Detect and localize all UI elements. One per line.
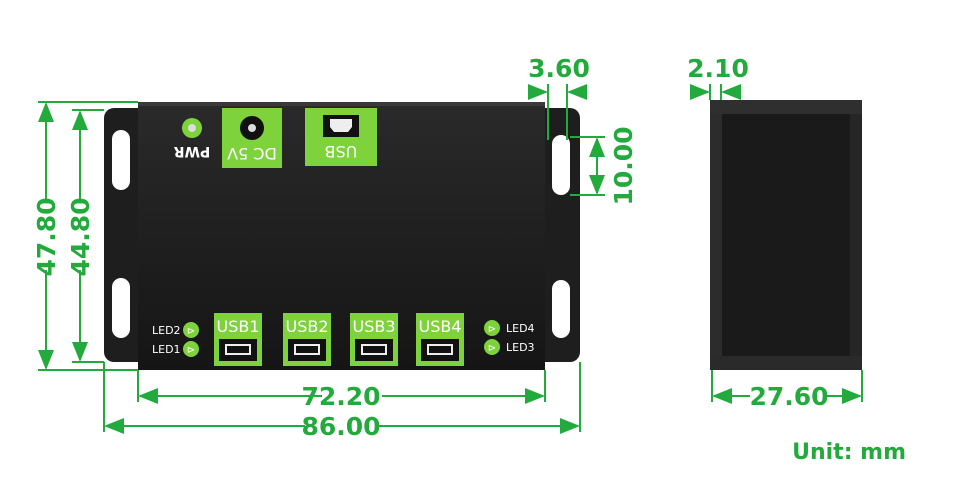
usb-label: USB [325, 142, 358, 161]
dim-body-width: 72.20 [301, 382, 380, 411]
svg-text:⊳: ⊳ [488, 343, 496, 354]
led-2: LED2 ⊳ [152, 322, 199, 338]
svg-text:⊳: ⊳ [187, 345, 195, 356]
dc-label: DC 5V [227, 144, 277, 163]
svg-text:USB4: USB4 [418, 317, 461, 336]
dim-slot-height: 10.00 [609, 126, 638, 205]
dim-side-flange: 2.10 [687, 54, 749, 83]
svg-text:LED4: LED4 [506, 322, 535, 335]
dc-5v-port: DC 5V [222, 108, 282, 168]
dim-total-height: 47.80 [32, 197, 61, 276]
led-3: ⊳ LED3 [484, 339, 535, 355]
svg-text:USB2: USB2 [285, 317, 328, 336]
svg-text:⊳: ⊳ [488, 324, 496, 335]
usb-port-3: USB3 [350, 313, 398, 366]
svg-text:USB3: USB3 [352, 317, 395, 336]
led-4: ⊳ LED4 [484, 320, 535, 336]
usb-port-1: USB1 [214, 313, 262, 366]
dim-slot-width: 3.60 [528, 54, 590, 83]
dim-body-height: 44.80 [66, 197, 95, 276]
svg-text:LED3: LED3 [506, 341, 535, 354]
pwr-led: PWR [174, 118, 211, 159]
side-view [710, 100, 862, 370]
usb-b-port: USB [305, 108, 377, 166]
usb-port-2: USB2 [283, 313, 331, 366]
led-1: LED1 ⊳ [152, 341, 199, 357]
pwr-label: PWR [174, 143, 211, 159]
dim-side-depth: 27.60 [749, 382, 828, 411]
svg-text:LED2: LED2 [152, 324, 181, 337]
left-flange [104, 108, 148, 362]
right-flange [535, 108, 580, 362]
usb-port-4: USB4 [416, 313, 464, 366]
svg-text:LED1: LED1 [152, 343, 181, 356]
svg-text:USB1: USB1 [216, 317, 259, 336]
unit-label: Unit: mm [792, 440, 906, 465]
svg-text:⊳: ⊳ [187, 326, 195, 337]
dim-total-width: 86.00 [301, 412, 380, 441]
